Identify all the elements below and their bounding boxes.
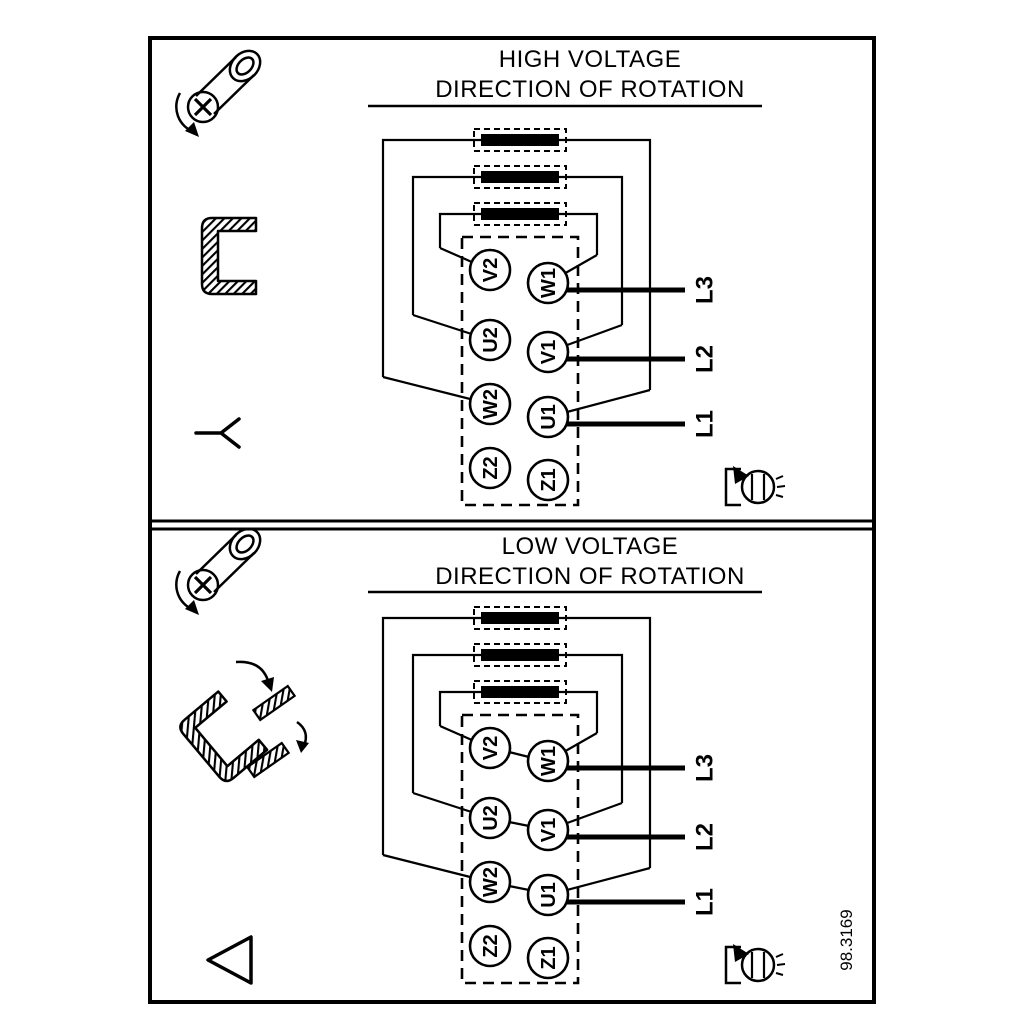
panel-title-line2: DIRECTION OF ROTATION [435,76,745,103]
terminal-label: V1 [538,340,560,364]
panel-low-voltage: LOW VOLTAGE DIRECTION OF ROTATION V2 U2 … [174,521,856,985]
terminal-label: W2 [480,867,502,897]
terminal-label: V2 [480,736,502,760]
figure-number: 98.3169 [837,909,856,970]
terminal-label: W1 [538,268,560,298]
screw-rotation-icon [174,521,268,617]
terminal-label: U2 [480,805,502,831]
terminal-label: U1 [538,882,560,908]
jumper-link-icon [200,216,258,296]
terminal-label: W2 [480,389,502,419]
panel-divider [150,519,874,531]
delta-connection-icon [206,935,253,985]
star-connection-icon [194,417,241,449]
jumper-repositioning-icon [179,660,309,783]
panel-title-line1: HIGH VOLTAGE [499,46,681,73]
supply-label-l2: L2 [691,345,718,373]
terminal-label: Z1 [538,468,560,491]
supply-label-l3: L3 [691,754,718,782]
supply-label-l3: L3 [691,276,718,304]
screw-rotation-icon [174,43,268,139]
move-arrow-2-head [296,740,309,753]
supply-label-l1: L1 [691,888,718,916]
terminal-label: U1 [538,404,560,430]
panel-high-voltage: HIGH VOLTAGE DIRECTION OF ROTATION V2 U2… [174,43,787,507]
terminal-label: U2 [480,327,502,353]
terminal-wiring-high [383,129,685,505]
terminal-wiring-low [383,607,685,983]
panel-title-line2: DIRECTION OF ROTATION [435,563,745,590]
terminal-label: V2 [480,258,502,282]
terminal-label: Z2 [480,934,502,957]
supply-label-l1: L1 [691,410,718,438]
terminal-label: V1 [538,818,560,842]
terminal-label: Z2 [480,456,502,479]
panel-title-line1: LOW VOLTAGE [502,533,679,560]
move-arrow-1-head [261,677,274,692]
delta-pair-links [508,750,530,892]
jumper-piece-2 [245,741,291,779]
supply-label-l2: L2 [691,823,718,851]
ground-screw-icon [724,942,787,985]
terminal-label: W1 [538,746,560,776]
jumper-link-large [179,690,269,783]
jumper-piece-1 [251,684,297,722]
terminal-label: Z1 [538,946,560,969]
ground-screw-icon [724,464,787,507]
